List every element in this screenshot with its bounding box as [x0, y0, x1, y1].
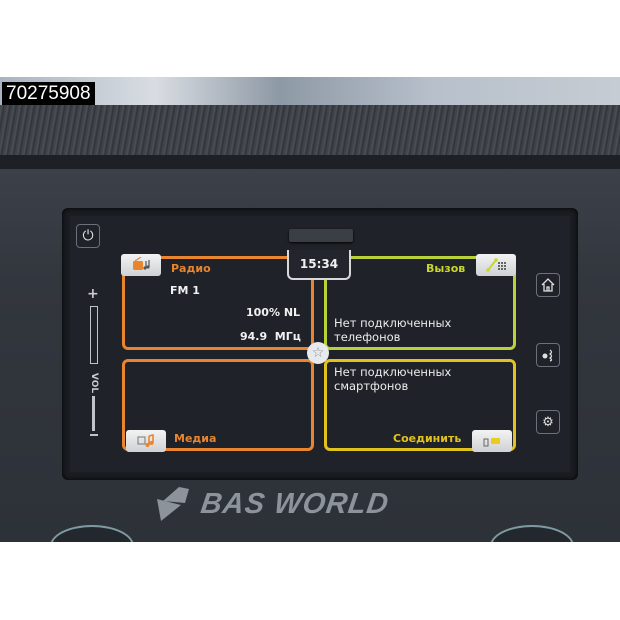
- watermark-text: BAS WORLD: [198, 487, 392, 520]
- tile-media[interactable]: [122, 359, 314, 451]
- bottom-margin: [0, 542, 620, 620]
- radio-title: Радио: [171, 262, 211, 275]
- smartphone-connect-icon: [483, 438, 500, 447]
- favorite-button[interactable]: ☆: [307, 342, 329, 364]
- clock: 15:34: [287, 250, 351, 280]
- volume-label: VOL: [89, 372, 99, 394]
- dashboard-shadow: [0, 155, 620, 169]
- windshield: [0, 77, 620, 105]
- media-title: Медиа: [174, 432, 217, 445]
- call-status-line1: Нет подключенных: [334, 316, 452, 330]
- power-button[interactable]: ⏻: [76, 224, 100, 248]
- volume-bar-upper[interactable]: [90, 306, 98, 364]
- voice-command-button[interactable]: [536, 343, 560, 367]
- connect-title[interactable]: Соединить: [393, 432, 462, 445]
- volume-down-icon[interactable]: [90, 434, 98, 436]
- media-icon: [137, 433, 154, 447]
- dashboard-top: [0, 105, 620, 157]
- call-status-line2: телефонов: [334, 330, 401, 344]
- card-slot: [289, 229, 353, 242]
- tile-call[interactable]: [324, 256, 516, 350]
- volume-control[interactable]: + VOL: [84, 286, 104, 442]
- settings-button[interactable]: ⚙: [536, 410, 560, 434]
- radio-frequency: 94.9 МГц: [240, 330, 301, 343]
- voice-command-icon: [542, 349, 553, 362]
- volume-bar-lower[interactable]: [92, 396, 95, 431]
- connect-status-line1: Нет подключенных: [334, 365, 452, 379]
- tile-radio[interactable]: [122, 256, 314, 350]
- connect-status-line2: смартфонов: [334, 379, 409, 393]
- volume-up-icon[interactable]: +: [87, 286, 99, 302]
- tile-connect[interactable]: [324, 359, 516, 451]
- power-icon: ⏻: [82, 228, 94, 244]
- watermark: BAS WORLD: [155, 486, 392, 522]
- home-button[interactable]: [536, 273, 560, 297]
- radio-icon: [133, 257, 150, 270]
- bas-world-logo-icon: [157, 487, 189, 521]
- call-title: Вызов: [426, 262, 466, 275]
- radio-chip[interactable]: [121, 254, 161, 276]
- home-icon: [541, 278, 555, 292]
- call-chip[interactable]: [476, 254, 516, 276]
- phone-icon: [486, 258, 506, 272]
- radio-signal: 100% NL: [246, 306, 301, 319]
- radio-band: FM 1: [170, 284, 200, 297]
- media-chip[interactable]: [126, 430, 166, 452]
- listing-id-badge: 70275908: [2, 82, 95, 105]
- connect-chip[interactable]: [472, 430, 512, 452]
- settings-gear-icon: ⚙: [542, 414, 554, 430]
- star-icon: ☆: [311, 345, 325, 361]
